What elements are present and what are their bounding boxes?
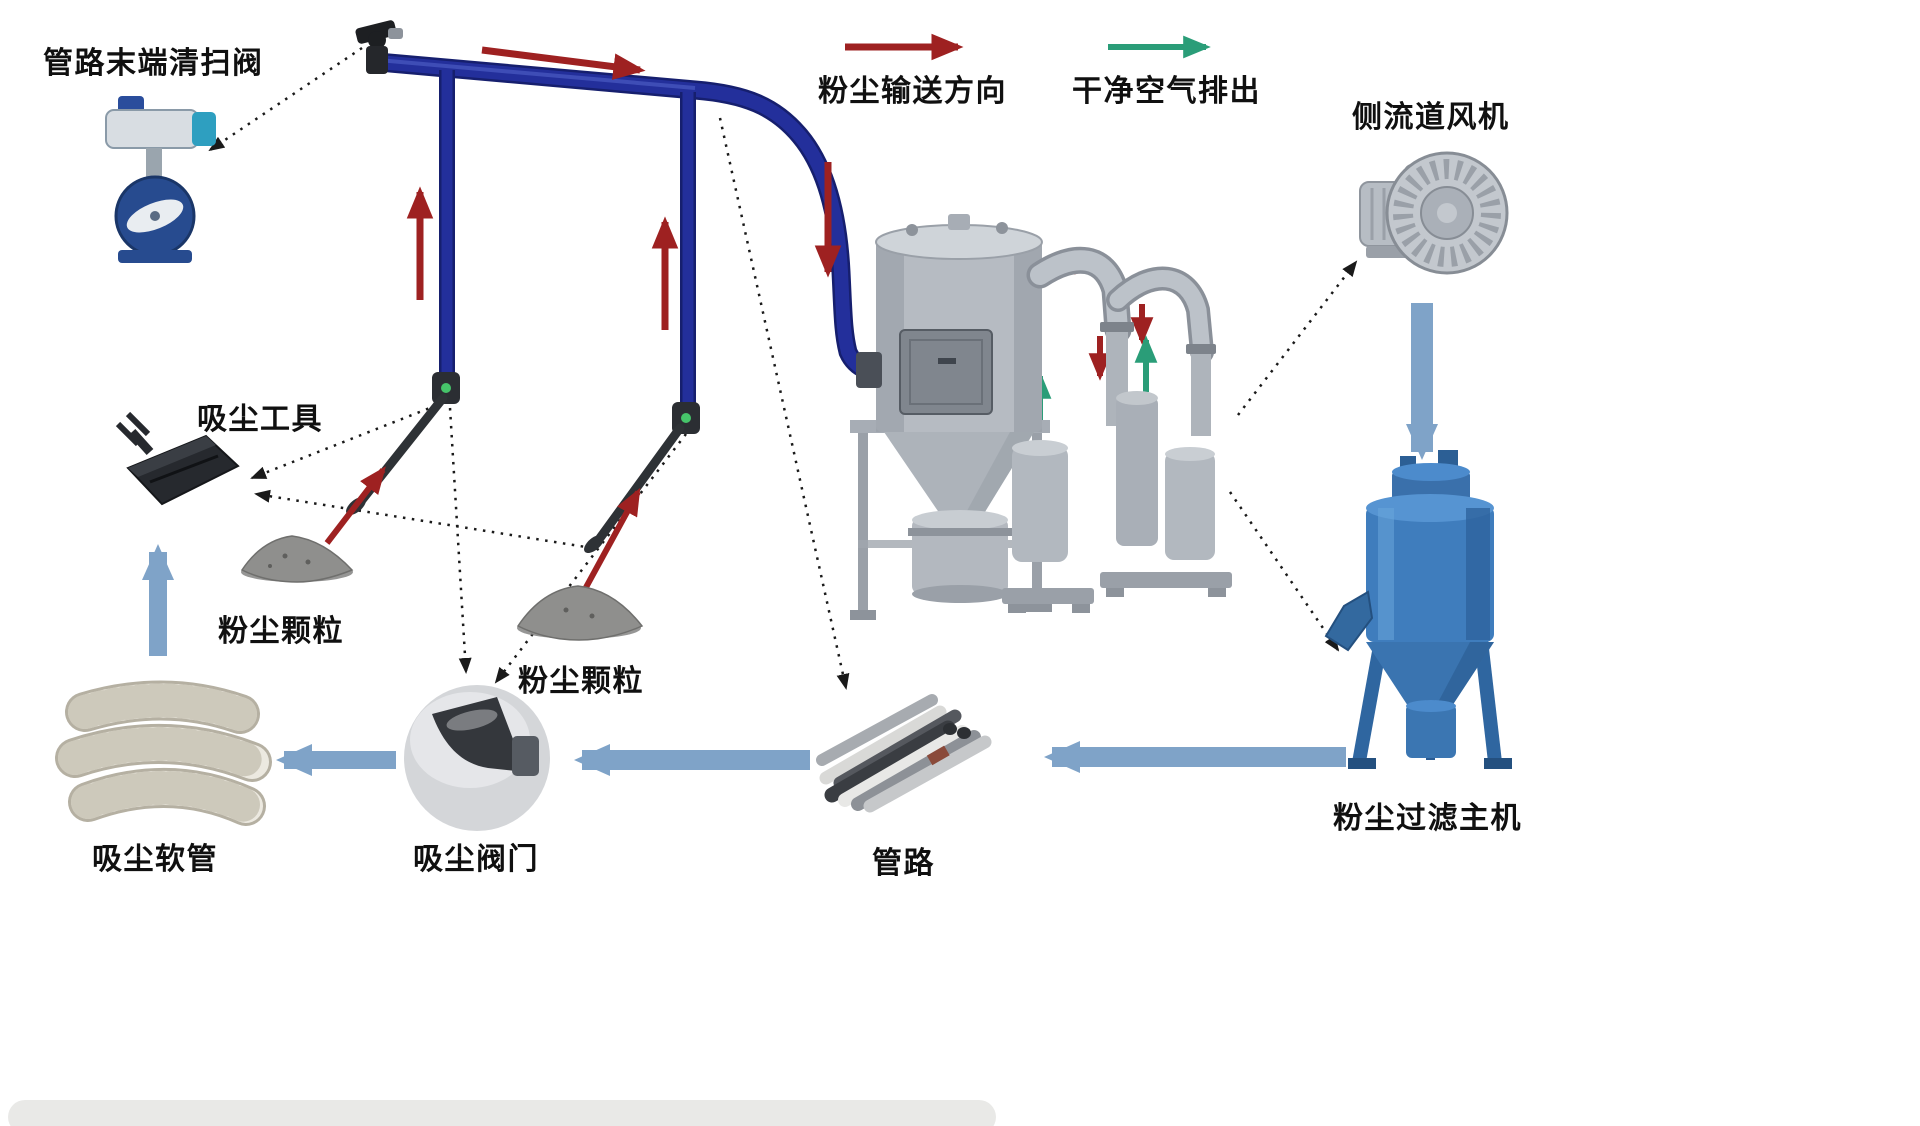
vacuum-wand-2 [584, 423, 685, 553]
dotted-callout-pipes [718, 117, 850, 690]
vacuum-valve-illustration [404, 685, 550, 831]
red-arrow-wand2 [581, 487, 641, 593]
label-vacuum-valve: 吸尘阀门 [413, 843, 539, 876]
label-vacuum-tool: 吸尘工具 [197, 403, 323, 436]
dotted-callout-valve-1 [448, 407, 472, 674]
label-dust-particles-2: 粉尘颗粒 [518, 665, 644, 698]
red-arrow-wand1 [324, 466, 386, 545]
label-pipeline: 管路 [872, 847, 935, 880]
dust-pile-2 [516, 585, 644, 641]
butterfly-valve-illustration [105, 96, 216, 263]
dust-collector-machine-illustration [850, 214, 1232, 620]
label-dust-particles-1: 粉尘颗粒 [218, 615, 344, 648]
cropped-bottom-ui-bar [8, 1100, 996, 1126]
label-side-channel-blower: 侧流道风机 [1352, 101, 1510, 134]
pipe-bundle-illustration [816, 694, 992, 813]
dust-filter-tank-illustration [1324, 450, 1512, 769]
dotted-callout-tool-1 [250, 400, 446, 480]
label-dust-transport-direction: 粉尘输送方向 [818, 75, 1007, 108]
dotted-callout-pipe-end-valve [208, 46, 363, 152]
dotted-callout-filter-tank [1228, 491, 1340, 652]
dotted-callout-valve-2 [494, 433, 687, 684]
label-dust-filter-main-unit: 粉尘过滤主机 [1333, 802, 1522, 835]
label-vacuum-hose: 吸尘软管 [92, 843, 218, 876]
red-arrow-along-pipe [481, 46, 646, 80]
dust-pile-1 [240, 535, 354, 583]
label-clean-air-exhaust: 干净空气排出 [1072, 75, 1261, 108]
vacuum-hose-illustration [55, 680, 272, 826]
dotted-callout-blower [1237, 260, 1358, 416]
side-channel-blower-illustration [1359, 151, 1509, 275]
label-pipe-end-cleaning-valve: 管路末端清扫阀 [43, 47, 264, 80]
vacuum-tool-illustration [115, 411, 240, 506]
pipe-end-fitting [355, 20, 403, 74]
